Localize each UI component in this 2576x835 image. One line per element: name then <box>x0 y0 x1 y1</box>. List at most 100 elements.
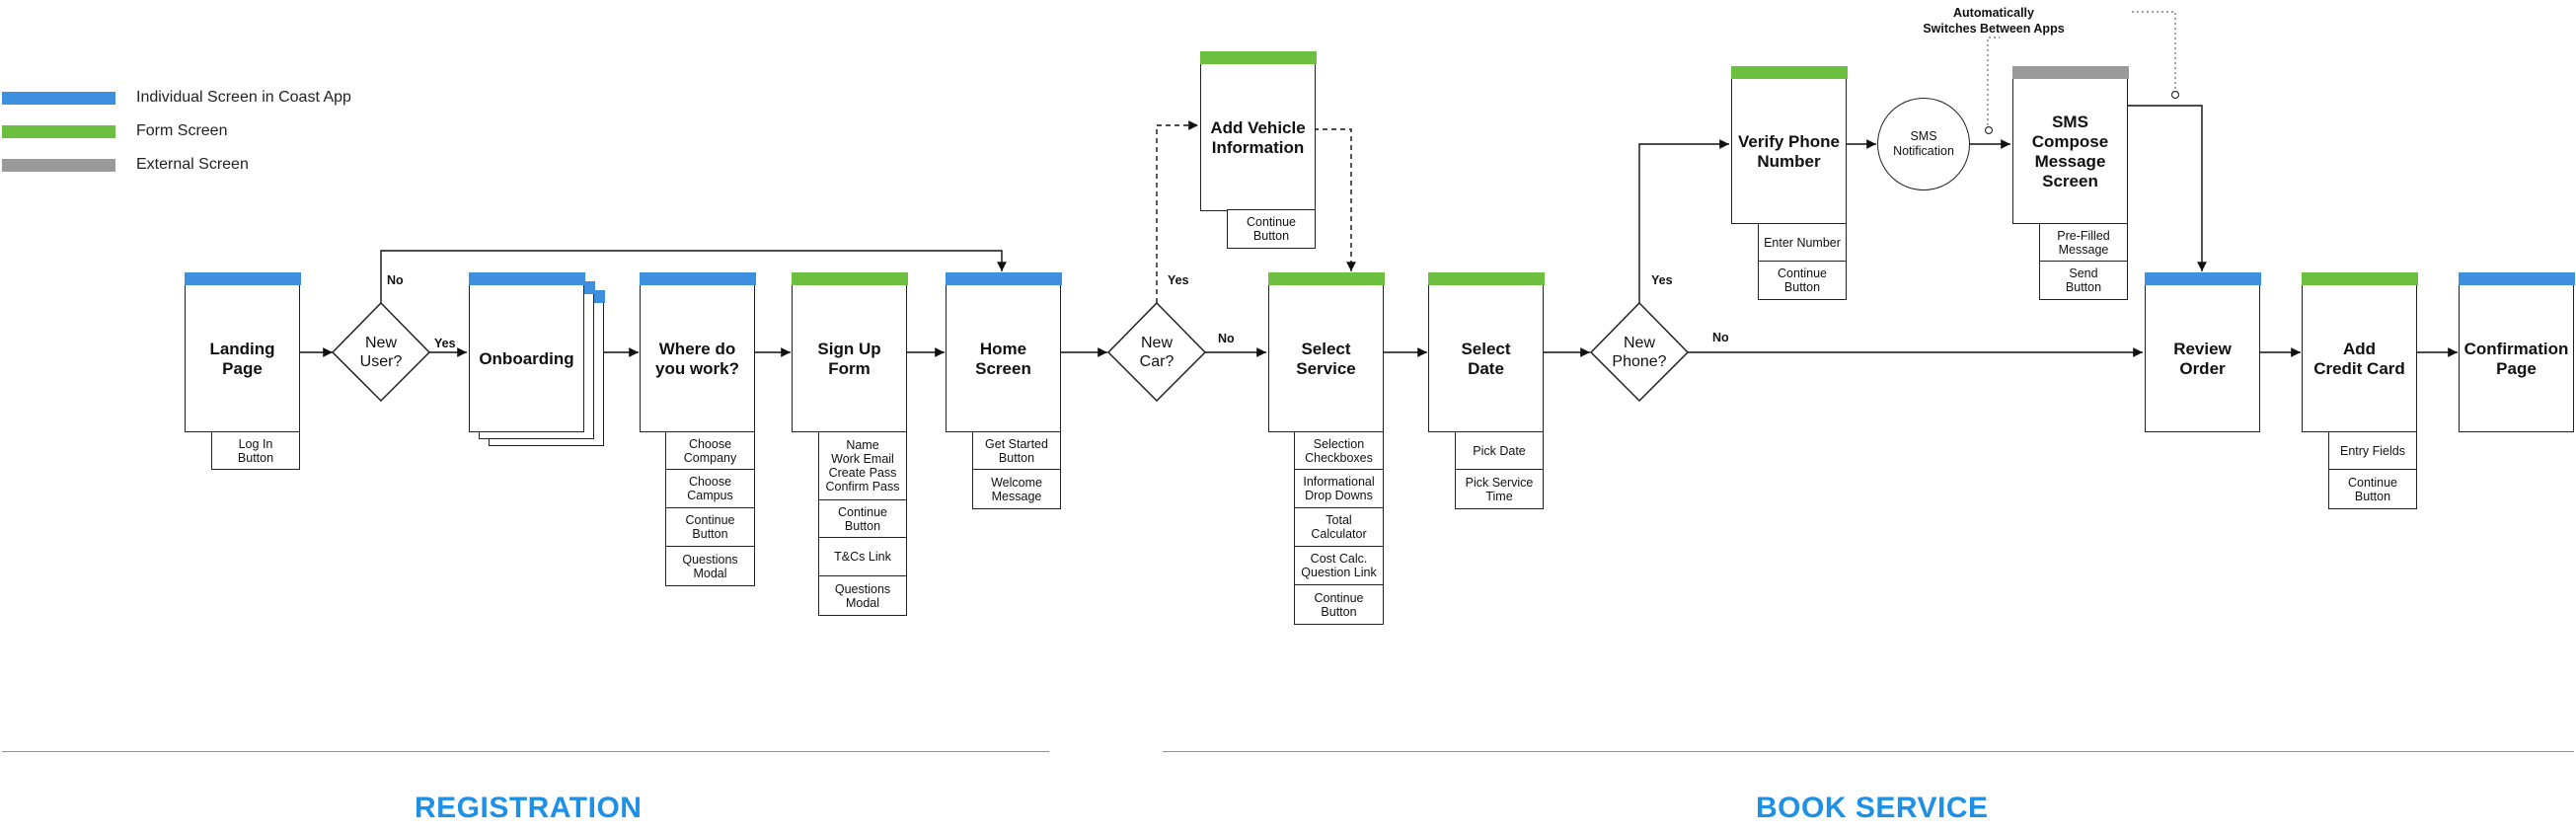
legend-label-external-screen: External Screen <box>136 156 249 173</box>
select-service-elements: Selection Checkboxes Informational Drop … <box>1294 431 1384 625</box>
screen-element: Pick Service Time <box>1465 475 1534 503</box>
home-screen: Home Screen <box>945 271 1062 432</box>
edge-new-phone-yes-to-verify-phone <box>1638 139 1729 303</box>
form-screen-band <box>1730 65 1848 79</box>
legend-label-app-screen: Individual Screen in Coast App <box>136 89 351 106</box>
screen-element: Log In Button <box>237 436 274 465</box>
select-service-screen: Select Service <box>1267 271 1385 432</box>
new-phone-diamond <box>1589 301 1690 403</box>
sign-up-form-screen: Sign Up Form <box>791 271 908 432</box>
screen-title: Add Vehicle Information <box>1210 117 1306 157</box>
screen-element: Cost Calc. Question Link <box>1295 547 1383 585</box>
external-screen-band <box>2011 65 2129 79</box>
screen-element: Name Work Email Create Pass Confirm Pass <box>819 432 906 500</box>
legend-swatch-app-screen <box>2 92 115 105</box>
onboarding-screen: Onboarding <box>468 271 585 432</box>
app-screen-band <box>945 271 1062 285</box>
screen-element: Total Calculator <box>1295 508 1383 547</box>
registration-section-title: REGISTRATION <box>415 792 643 824</box>
screen-title: SMS Compose Message Screen <box>2031 112 2109 190</box>
screen-title: Landing Page <box>209 339 275 378</box>
screen-title: Select Service <box>1296 339 1356 378</box>
add-vehicle-elements: Continue Button <box>1227 209 1316 249</box>
screen-element: Pick Date <box>1456 432 1543 470</box>
screen-element: Send Button <box>2065 266 2102 294</box>
edge-label-no: No <box>387 273 404 287</box>
add-credit-card-screen: Add Credit Card <box>2301 271 2418 432</box>
landing-page-screen: Landing Page <box>184 271 301 432</box>
app-screen-band <box>639 271 756 285</box>
screen-title: Add Credit Card <box>2313 339 2405 378</box>
screen-element: Informational Drop Downs <box>1295 470 1383 508</box>
screen-title: Where do you work? <box>654 339 739 378</box>
legend-swatch-external-screen <box>2 159 115 172</box>
verify-phone-screen: Verify Phone Number <box>1730 65 1848 224</box>
screen-element: Continue Button <box>1246 215 1297 243</box>
screen-element: Choose Campus <box>666 470 754 508</box>
screen-element: Questions Modal <box>834 581 891 610</box>
add-credit-card-elements: Entry Fields Continue Button <box>2328 431 2417 509</box>
home-screen-elements: Get Started Button Welcome Message <box>972 431 1061 509</box>
edge-label-no: No <box>1712 331 1729 344</box>
screen-title: Verify Phone Number <box>1738 131 1840 171</box>
edge-new-user-no-to-home <box>380 250 1007 303</box>
screen-element: Continue Button <box>2347 475 2398 503</box>
app-screen-band <box>2144 271 2261 285</box>
legend-label-form-screen: Form Screen <box>136 122 228 139</box>
screen-element: Get Started Button <box>973 432 1060 470</box>
form-screen-band <box>1427 271 1545 285</box>
app-screen-band <box>184 271 301 285</box>
registration-divider <box>2 751 1049 752</box>
select-date-elements: Pick Date Pick Service Time <box>1455 431 1544 509</box>
form-screen-band <box>1267 271 1385 285</box>
screen-element: Questions Modal <box>682 552 738 580</box>
screen-element: Continue Button <box>819 500 906 538</box>
screen-element: Enter Number <box>1759 224 1846 262</box>
screen-title: Onboarding <box>479 348 574 368</box>
auto-switch-note: Automatically Switches Between Apps <box>1923 6 2065 36</box>
sms-compose-elements: Pre-Filled Message Send Button <box>2039 223 2128 300</box>
sms-compose-screen: SMS Compose Message Screen <box>2011 65 2129 224</box>
screen-title: Home Screen <box>975 339 1031 378</box>
auto-switch-endpoint-right <box>2170 90 2180 100</box>
book-service-section-title: BOOK SERVICE <box>1756 792 1989 824</box>
screen-element: Entry Fields <box>2329 432 2416 470</box>
app-screen-band <box>2458 271 2575 285</box>
screen-title: Sign Up Form <box>817 339 881 378</box>
form-screen-band <box>1199 50 1317 64</box>
landing-page-elements: Log In Button <box>211 431 300 470</box>
where-work-screen: Where do you work? <box>639 271 756 432</box>
screen-title: Review Order <box>2173 339 2232 378</box>
where-work-elements: Choose Company Choose Campus Continue Bu… <box>665 431 755 586</box>
verify-phone-elements: Enter Number Continue Button <box>1758 223 1847 300</box>
screen-element: Continue Button <box>1777 266 1828 294</box>
screen-element: Selection Checkboxes <box>1295 432 1383 470</box>
auto-switch-connector-right <box>2132 11 2176 92</box>
screen-element: T&Cs Link <box>819 538 906 576</box>
edge-add-vehicle-to-select-service <box>1314 128 1356 271</box>
form-screen-band <box>2301 271 2418 285</box>
screen-title: Confirmation Page <box>2463 339 2569 378</box>
edge-label-yes: Yes <box>1168 273 1189 287</box>
confirmation-page-screen: Confirmation Page <box>2458 271 2575 432</box>
sign-up-form-elements: Name Work Email Create Pass Confirm Pass… <box>818 431 907 616</box>
form-screen-band <box>791 271 908 285</box>
add-vehicle-screen: Add Vehicle Information <box>1199 50 1317 211</box>
edge-label-yes: Yes <box>434 337 456 350</box>
edge-sms-compose-to-review-order <box>2127 105 2207 271</box>
new-car-diamond <box>1106 301 1207 403</box>
new-user-diamond <box>331 301 431 403</box>
new-user-label: New User? <box>359 335 403 370</box>
screen-title: Select Date <box>1461 339 1511 378</box>
edge-label-no: No <box>1218 332 1235 345</box>
screen-element: Continue Button <box>666 508 754 547</box>
screen-element: Choose Company <box>666 432 754 470</box>
screen-element: Welcome Message <box>991 475 1042 503</box>
edge-new-car-yes-to-add-vehicle <box>1156 120 1198 303</box>
new-car-label: New Car? <box>1139 335 1174 370</box>
screen-element: Pre-Filled Message <box>2040 224 2127 262</box>
edge-label-yes: Yes <box>1651 273 1673 287</box>
screen-element: Continue Button <box>1314 590 1364 619</box>
auto-switch-connector-left <box>1987 37 2000 125</box>
